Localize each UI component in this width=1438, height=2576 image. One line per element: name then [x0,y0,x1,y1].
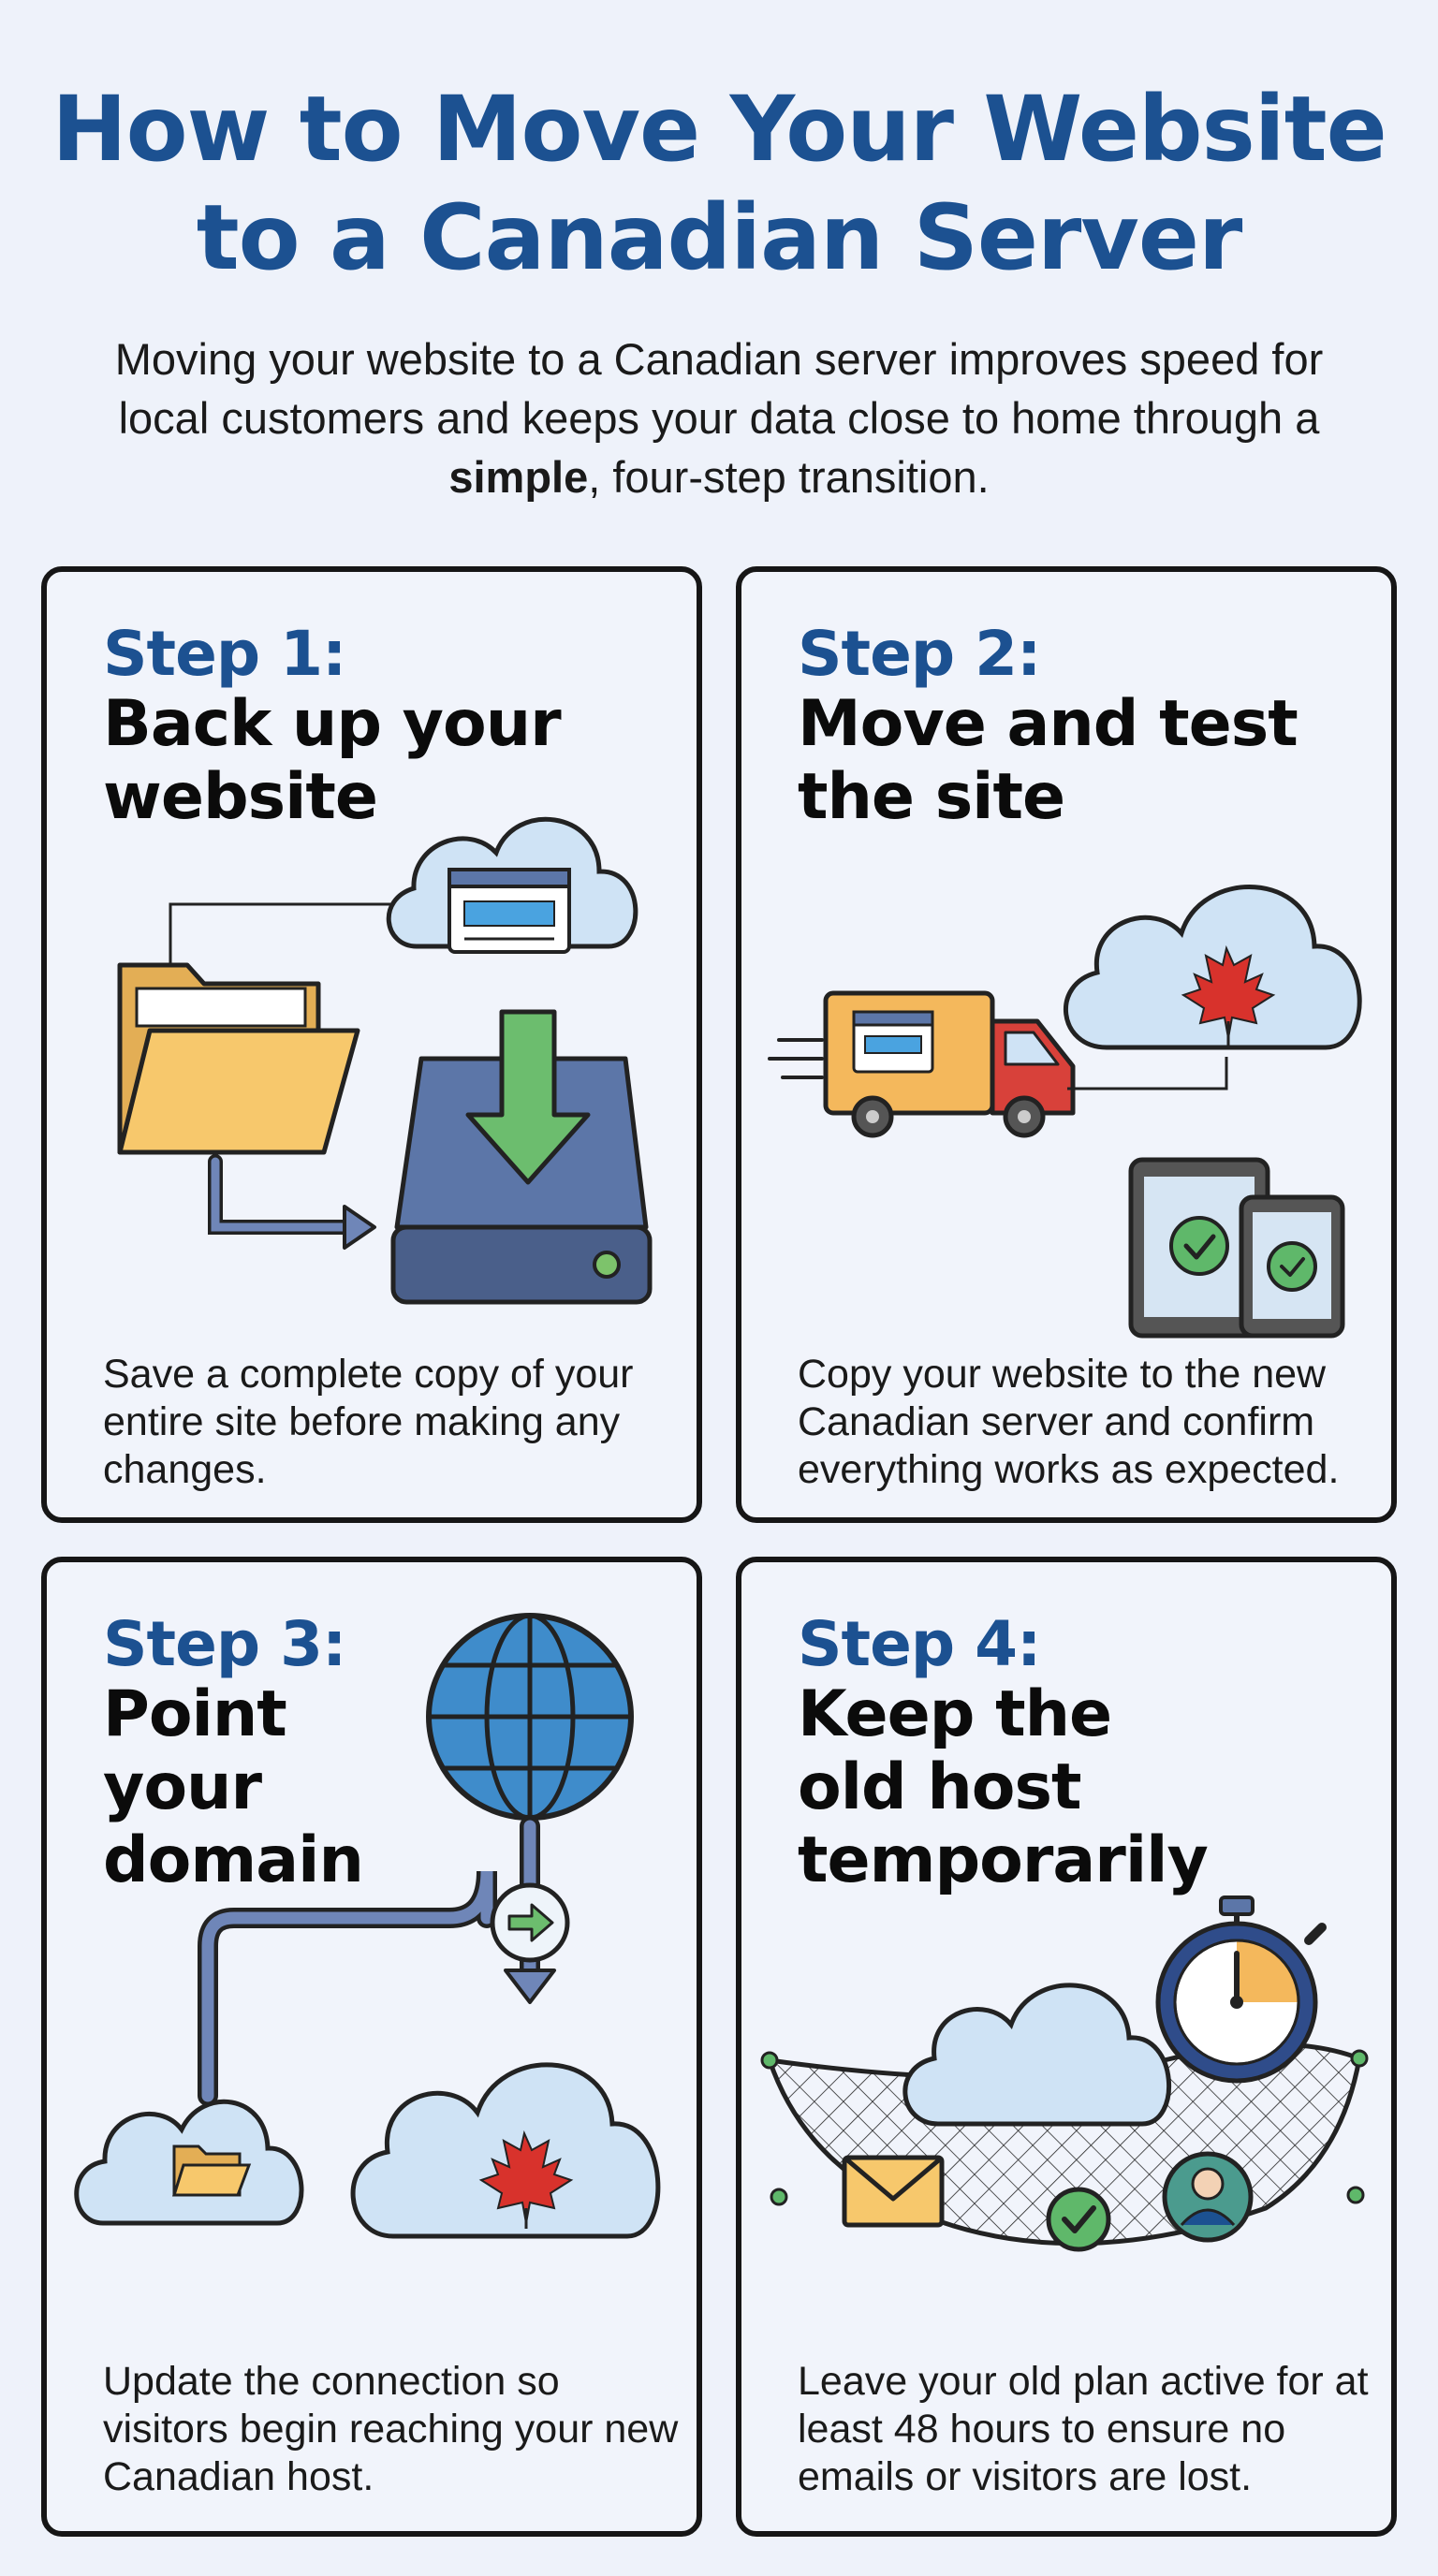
step-2-description: Copy your website to the new Canadian se… [798,1352,1340,1492]
redirect-arrow-icon [490,1882,570,1963]
step-1-title-line: website [103,760,378,834]
globe-icon [426,1613,634,1821]
intro-text-emphasis: simple [448,452,589,502]
step-2-title-line: Move and test [798,687,1299,761]
step-card-1: Step 1: Back up your website Save a comp… [41,566,702,1523]
step-card-2: Step 2: Move and test the site Copy your… [736,566,1397,1523]
cloud-browser-icon [386,816,638,954]
page-title-line-1: How to Move Your Website [51,77,1387,182]
step-4-label: Step 4: [798,1608,1041,1680]
folder-icon [117,962,360,1155]
moving-truck-icon [823,990,1076,1138]
step-3-title: Point your domain [103,1678,403,1897]
connector-line-icon [1067,1057,1228,1090]
stopwatch-icon [1155,1895,1327,2084]
step-2-title: Move and test the site [798,687,1299,834]
connector-line-icon [169,902,403,965]
step-1-title: Back up your website [103,687,562,834]
intro-text-start: Moving your website to a Canadian server… [114,334,1324,443]
step-4-illustration [760,1895,1369,2252]
step-3-title-line: Point [103,1677,287,1751]
step-card-4: Step 4: Keep the old host temporarily Le… [736,1557,1397,2537]
tablet-check-icon [1128,1157,1270,1339]
phone-check-icon [1239,1194,1345,1339]
cloud-icon [902,1983,1171,2127]
step-1-title-line: Back up your [103,687,562,761]
step-4-title: Keep the old host temporarily [798,1677,1209,1897]
page-title: How to Move Your Website to a Canadian S… [0,75,1438,292]
canada-cloud-icon [350,2062,661,2239]
step-4-title-line: temporarily [798,1823,1209,1897]
step-3-illustration [74,1613,661,2239]
page-title-line-2: to a Canadian Server [196,185,1243,290]
step-2-illustration [768,885,1362,1339]
step-4-description: Leave your old plan active for at least … [798,2359,1369,2499]
step-card-3: Step 3: Point your domain Update the con… [41,1557,702,2537]
step-3-title-line: your [103,1750,262,1824]
step-3-title-line: domain [103,1823,364,1897]
folder-cloud-icon [74,2099,304,2226]
transfer-arrow-icon [208,1154,354,1235]
step-1-label: Step 1: [103,618,346,690]
email-icon [842,2155,945,2228]
step-4-title-line: Keep the [798,1677,1112,1751]
intro-text-end: , four-step transition. [588,452,990,502]
step-3-label: Step 3: [103,1608,346,1680]
canada-cloud-icon [1064,885,1362,1050]
step-2-title-line: the site [798,760,1065,834]
step-3-description: Update the connection so visitors begin … [103,2359,679,2499]
download-arrow-icon [465,1009,591,1185]
step-1-illustration [117,816,653,1305]
intro-text: Moving your website to a Canadian server… [84,329,1354,506]
step-4-title-line: old host [798,1750,1081,1824]
step-1-description: Save a complete copy of your entire site… [103,1352,634,1492]
user-icon [1162,2151,1254,2243]
speed-lines-icon [768,1038,824,1079]
check-icon [1046,2187,1111,2252]
step-2-label: Step 2: [798,618,1041,690]
